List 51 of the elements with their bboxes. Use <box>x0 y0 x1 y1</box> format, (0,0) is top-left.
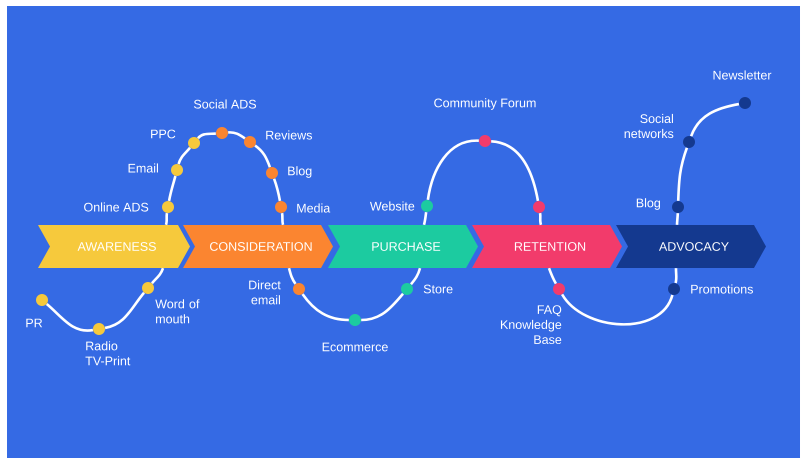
journey-curve <box>228 131 246 140</box>
dot-label: Community Forum <box>434 98 536 110</box>
dot-label: PPC <box>151 130 176 138</box>
journey-curve <box>254 144 272 168</box>
journey-curve <box>538 212 542 226</box>
journey-curve <box>410 268 422 286</box>
dot-label: Social networks <box>624 114 674 138</box>
stage-banner: CONSIDERATION <box>183 225 333 268</box>
dot-label: Radio TV-Print <box>86 341 130 366</box>
journey-curve <box>288 268 297 285</box>
dot-label: Online ADS <box>84 202 148 212</box>
journey-curve <box>164 212 168 226</box>
dot-label: Blog <box>288 166 312 178</box>
journey-curve <box>168 176 177 202</box>
dot-label: Social ADS <box>194 99 256 109</box>
stage-banner: PURCHASE <box>328 225 478 268</box>
journey-curve <box>676 147 688 201</box>
dot-label: Website <box>370 201 414 211</box>
dot-label: Email <box>128 163 158 173</box>
journey-curve <box>302 293 349 322</box>
dot-label: Promotions <box>691 284 753 294</box>
journey-curve <box>422 212 428 226</box>
journey-curve <box>676 213 680 225</box>
journey-curve <box>280 212 284 226</box>
dot-label: Store <box>424 284 453 294</box>
journey-curve <box>151 268 164 284</box>
journey-curve <box>46 303 94 332</box>
dot-label: Ecommerce <box>322 342 388 352</box>
journey-curve <box>690 102 740 137</box>
dot-label: FAQ Knowledge Base <box>500 305 562 344</box>
dot-label: Newsletter <box>714 70 772 80</box>
stage-banner: RETENTION <box>472 225 622 268</box>
journey-curve <box>426 139 479 200</box>
journey-dot <box>533 201 545 213</box>
journey-curve <box>561 294 674 326</box>
dot-label: Reviews <box>266 130 312 140</box>
dot-label: Media <box>297 203 330 213</box>
journey-curve <box>361 292 404 322</box>
journey-curve <box>548 268 558 284</box>
stage-banner: AWARENESS <box>38 225 190 268</box>
dot-label: Word of mouth <box>155 299 200 324</box>
dot-label: Direct email <box>249 280 281 304</box>
journey-curve <box>177 146 191 164</box>
journey-curve <box>197 132 216 140</box>
journey-curve <box>674 268 678 284</box>
journey-curve <box>272 178 282 202</box>
journey-curve <box>491 140 540 202</box>
journey-curve <box>104 292 146 330</box>
stage-banner: ADVOCACY <box>616 225 766 268</box>
dot-label: Blog <box>636 198 660 210</box>
dot-label: PR <box>26 318 42 328</box>
